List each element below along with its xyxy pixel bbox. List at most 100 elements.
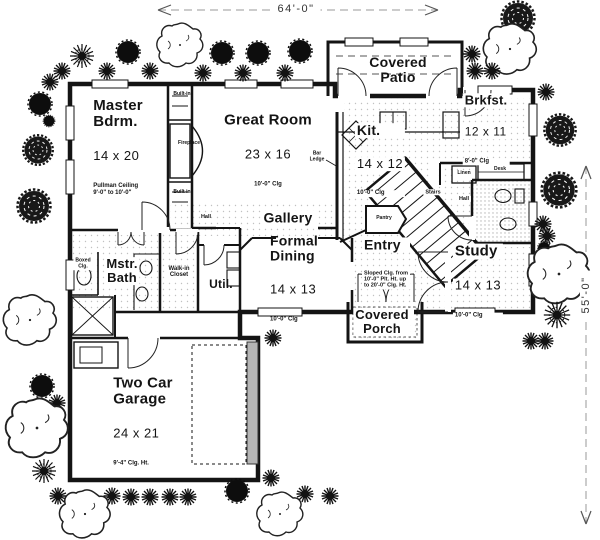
tree-outline-icon (482, 22, 538, 75)
bush-star-icon (233, 63, 253, 83)
tree-solid-icon (224, 478, 250, 504)
room-note: 8'-0" Clg (462, 158, 510, 166)
built-in-lower-label: Built-in (173, 189, 191, 196)
pantry-label: Pantry (374, 215, 394, 222)
bush-star-icon (52, 61, 72, 81)
room-covered-porch: Covered Porch (353, 290, 411, 354)
bush-star-icon (97, 61, 117, 81)
dimension-arrow-icon (157, 4, 439, 16)
room-size: 14 x 12 (354, 155, 406, 172)
sink-icon (135, 286, 149, 302)
tree-outline-icon (2, 293, 58, 346)
room-name: Stairs (423, 188, 443, 196)
room-mstr-bath: Mstr. Bath (104, 239, 140, 303)
room-note: 10'-0" Clg (254, 181, 282, 188)
tree-solid-icon (287, 38, 313, 64)
bush-star-icon (121, 487, 141, 507)
covered-porch-outline (346, 302, 424, 344)
room-size: 24 x 21 (113, 425, 160, 441)
bush-star-icon (193, 63, 213, 83)
fireplace-label: Fireplace (178, 140, 200, 147)
tree-solid-icon (209, 40, 235, 66)
dimension-arrow-icon (580, 165, 592, 525)
room-note: 9'-4" Clg. Ht. (113, 460, 149, 467)
bush-star-icon (178, 487, 198, 507)
tree-solid-icon (42, 114, 56, 128)
room-name: Master Bdrm. (93, 96, 143, 131)
room-name: Walk-in Closet (166, 265, 192, 279)
room-gallery: Gallery (261, 193, 315, 244)
bush-star-icon (40, 72, 60, 92)
tree-solid-icon (115, 39, 141, 65)
windows (65, 37, 538, 317)
dimension-width-label: 64'-0" (271, 2, 321, 16)
tree-scribble-icon (22, 134, 54, 166)
room-brkfst: Brkfst. 12 x 11 8'-0" Clg (462, 75, 510, 182)
room-formal-dining: Formal Dining 14 x 13 10'-0" Clg (270, 215, 318, 340)
room-utility: Util. (209, 260, 233, 308)
tree-scribble-icon (16, 188, 52, 224)
room-name: Util. (209, 276, 233, 291)
tree-outline-icon (4, 397, 69, 459)
bush-star-icon (462, 44, 482, 64)
room-walk-in-closet: Walk-in Closet (166, 248, 192, 296)
room-size: 14 x 13 (452, 277, 504, 293)
bush-star-icon (140, 487, 160, 507)
room-name: Brkfst. (462, 91, 510, 108)
room-name: Covered Porch (353, 306, 411, 337)
bush-star-icon (295, 484, 315, 504)
garage-door (246, 341, 259, 465)
room-covered-patio: Covered Patio (369, 37, 426, 103)
bush-star-icon (536, 82, 556, 102)
room-kitchen: Kit. 14 x 12 10'-0" Clg (354, 105, 406, 215)
sink-icon (499, 217, 517, 231)
exterior-walls (67, 81, 536, 483)
tree-outline-icon (256, 491, 304, 537)
room-note: 10'-0" Clg (354, 190, 406, 198)
room-name: Two Car Garage (113, 373, 173, 408)
room-size: 14 x 13 (270, 281, 317, 297)
room-name: Covered Patio (369, 53, 427, 85)
room-great-room: Great Room 23 x 16 10'-0" Clg (224, 95, 312, 206)
tree-solid-icon (29, 373, 55, 399)
room-size: 23 x 16 (244, 146, 292, 162)
room-note: 10'-0" Clg (270, 316, 298, 323)
hall-east-label: Hall (456, 195, 472, 203)
tree-outline-icon (156, 22, 204, 68)
boxed-clg-label: Boxed Clg. (73, 257, 93, 270)
room-size: 14 x 20 (93, 148, 140, 164)
dimension-height-label: 55'-0" (579, 270, 593, 320)
room-note: Pullman Ceiling 9'-0" to 10'-0" (93, 183, 139, 196)
room-stairs: Stairs (423, 171, 443, 213)
linen-label: Linen (455, 170, 473, 177)
garage-details (73, 341, 247, 465)
bush-star-icon (140, 61, 160, 81)
door-arcs (117, 67, 492, 369)
room-name: Study (452, 243, 504, 260)
tree-solid-icon (27, 91, 53, 117)
bush-radial-icon (69, 43, 95, 69)
bush-star-icon (48, 486, 68, 506)
bush-star-icon (275, 63, 295, 83)
dimension-lines (157, 4, 592, 525)
bush-radial-icon (31, 458, 57, 484)
room-name: Entry (362, 236, 410, 253)
built-in-upper-label: Built-in (173, 91, 191, 98)
room-garage: Two Car Garage 24 x 21 9'-4" Clg. Ht. (113, 357, 172, 484)
room-master-bdrm: Master Bdrm. 14 x 20 Pullman Ceiling 9'-… (93, 80, 143, 214)
bush-radial-icon (543, 301, 571, 329)
linen-closet-icon (451, 165, 477, 184)
room-note: Sloped Clg. from 10'-0" Plt. Ht. up to 2… (362, 270, 410, 289)
tree-outline-icon (58, 489, 111, 539)
sink-icon (139, 260, 153, 276)
bar-ledge-label: Bar Ledge (309, 150, 325, 162)
desk-label: Desk (494, 166, 506, 173)
tree-solid-icon (245, 40, 271, 66)
room-entry: Entry Sloped Clg. from 10'-0" Plt. Ht. u… (362, 219, 410, 306)
tree-scribble-icon (540, 171, 578, 209)
toilet-icon (494, 188, 525, 204)
covered-patio-outline (326, 40, 464, 96)
bush-star-icon (535, 331, 555, 351)
utility-appliances-icon (226, 251, 241, 287)
